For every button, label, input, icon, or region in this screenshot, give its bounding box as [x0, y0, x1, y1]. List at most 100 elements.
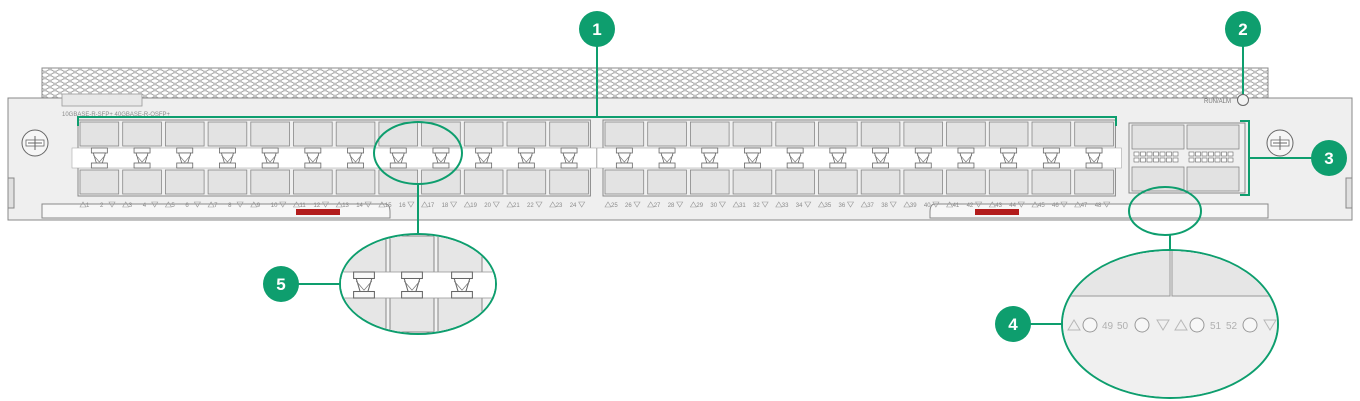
- sfp-port[interactable]: [463, 121, 504, 147]
- sfp-port[interactable]: [250, 121, 290, 147]
- sfp-port[interactable]: [860, 121, 901, 147]
- port-number-label: 6: [185, 203, 189, 209]
- port-number-label: 27: [654, 203, 661, 209]
- qsfp-port-52[interactable]: [1186, 166, 1240, 192]
- port-number-label: 3: [129, 203, 133, 209]
- port-number-label: 34: [796, 203, 803, 209]
- sfp-port[interactable]: [690, 121, 730, 147]
- sfp-port[interactable]: [122, 121, 162, 147]
- port-number-label: 10: [271, 203, 278, 209]
- sfp-port[interactable]: [690, 169, 730, 195]
- sfp-port[interactable]: [164, 169, 205, 195]
- sfp-port[interactable]: [293, 169, 333, 195]
- port-number-label: 22: [527, 203, 534, 209]
- right-captive-screw[interactable]: [1266, 129, 1294, 157]
- port-number-label: 38: [881, 203, 888, 209]
- sfp-port[interactable]: [946, 169, 986, 195]
- port-number-label: 19: [470, 203, 477, 209]
- sfp-port[interactable]: [988, 121, 1029, 147]
- sfp-port[interactable]: [1074, 169, 1114, 195]
- port-number-label: 36: [839, 203, 846, 209]
- callout-3: 3: [1311, 140, 1347, 176]
- port-number-label: 17: [428, 203, 435, 209]
- sfp-port[interactable]: [421, 169, 461, 195]
- svg-text:1: 1: [592, 20, 601, 39]
- sfp-port[interactable]: [647, 121, 687, 147]
- port-number-label: 1: [86, 203, 90, 209]
- sfp-port[interactable]: [122, 169, 162, 195]
- svg-text:4: 4: [1008, 315, 1018, 334]
- sfp-port[interactable]: [79, 169, 120, 195]
- port-number-label: 47: [1081, 203, 1088, 209]
- sfp-port[interactable]: [732, 121, 773, 147]
- sfp-port[interactable]: [506, 121, 547, 147]
- sfp-port[interactable]: [250, 169, 290, 195]
- sfp-port[interactable]: [335, 169, 376, 195]
- port-number-label: 21: [513, 203, 520, 209]
- sfp-port[interactable]: [647, 169, 687, 195]
- port-number-label: 46: [1052, 203, 1059, 209]
- callout-4: 4: [995, 306, 1031, 342]
- sfp-port[interactable]: [1031, 169, 1072, 195]
- sfp-port[interactable]: [732, 169, 773, 195]
- port-number-label: 14: [356, 203, 363, 209]
- port-number-label: 42: [967, 203, 974, 209]
- port-number-label: 24: [570, 203, 577, 209]
- sfp-port[interactable]: [903, 121, 944, 147]
- sfp-port[interactable]: [1074, 121, 1114, 147]
- sfp-port[interactable]: [775, 169, 815, 195]
- qsfp-port-group: [1128, 122, 1246, 194]
- sfp-port[interactable]: [506, 169, 547, 195]
- status-led-label: RUN/ALM: [1204, 99, 1231, 105]
- port-number-label: 11: [300, 203, 307, 209]
- qsfp-label-52: 52: [1226, 321, 1238, 332]
- port-number-label: 41: [953, 203, 960, 209]
- port-number-label: 9: [257, 203, 261, 209]
- sfp-port[interactable]: [988, 169, 1029, 195]
- port-number-label: 16: [399, 203, 406, 209]
- port-number-label: 18: [442, 203, 449, 209]
- svg-text:5: 5: [276, 275, 285, 294]
- port-number-label: 15: [385, 203, 392, 209]
- qsfp-port-49[interactable]: [1131, 124, 1185, 150]
- port-number-label: 7: [214, 203, 218, 209]
- sfp-port[interactable]: [775, 121, 815, 147]
- qsfp-pull-tabs: [1133, 151, 1234, 163]
- sfp-port[interactable]: [293, 121, 333, 147]
- port-number-label: 44: [1009, 203, 1016, 209]
- port-number-label: 29: [696, 203, 703, 209]
- sfp-port[interactable]: [818, 169, 858, 195]
- sfp-port[interactable]: [549, 169, 589, 195]
- sfp-port[interactable]: [164, 121, 205, 147]
- port-number-label: 40: [924, 203, 931, 209]
- port-number-label: 25: [611, 203, 618, 209]
- sfp-port[interactable]: [903, 169, 944, 195]
- port-number-label: 2: [100, 203, 104, 209]
- port-number-label: 30: [710, 203, 717, 209]
- port-number-label: 35: [825, 203, 832, 209]
- svg-text:3: 3: [1324, 149, 1333, 168]
- port-number-label: 32: [753, 203, 760, 209]
- sfp-port[interactable]: [946, 121, 986, 147]
- port-number-label: 28: [668, 203, 675, 209]
- sfp-port[interactable]: [860, 169, 901, 195]
- qsfp-label-49: 49: [1102, 321, 1114, 332]
- sfp-port-group-left: [71, 119, 597, 197]
- sfp-port[interactable]: [463, 169, 504, 195]
- sfp-port[interactable]: [604, 169, 645, 195]
- sfp-port[interactable]: [1031, 121, 1072, 147]
- left-captive-screw[interactable]: [21, 129, 49, 157]
- sfp-port[interactable]: [604, 121, 645, 147]
- sfp-port[interactable]: [818, 121, 858, 147]
- sfp-port[interactable]: [207, 169, 248, 195]
- callout-lines: [77, 30, 1312, 325]
- sfp-port[interactable]: [207, 121, 248, 147]
- port-number-label: 45: [1038, 203, 1045, 209]
- sfp-port[interactable]: [79, 121, 120, 147]
- sfp-port[interactable]: [335, 121, 376, 147]
- port-number-label: 4: [143, 203, 147, 209]
- model-label: 10GBASE-R-SFP+ 40GBASE-R-QSFP+: [62, 112, 171, 118]
- sfp-port[interactable]: [549, 121, 589, 147]
- qsfp-port-51[interactable]: [1186, 124, 1240, 150]
